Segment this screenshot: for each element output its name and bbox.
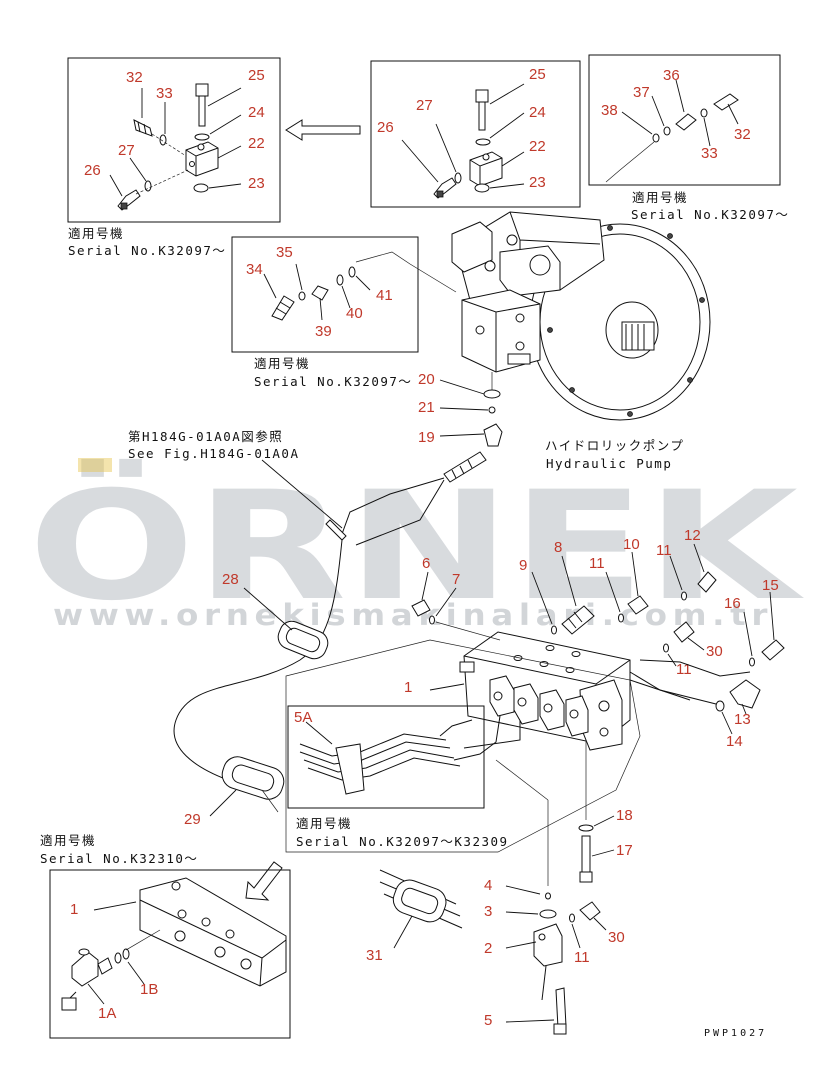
label-tl-27: 27 [118, 142, 135, 159]
label-30b: 30 [608, 929, 625, 946]
label-30a: 30 [706, 643, 723, 660]
detail-box-mid-left: 35 34 41 40 39 適用号機 Serial No.K32097～ [231, 236, 457, 389]
note-pump-jp: ハイドロリックポンプ [545, 438, 684, 453]
label-16: 16 [724, 595, 741, 612]
label-tc-23: 23 [529, 174, 546, 191]
label-bl-1: 1 [70, 901, 78, 918]
detail-box-top-left: 32 33 25 24 22 27 26 23 適用号機 Serial No.K… [67, 57, 281, 258]
label-tl-26: 26 [84, 162, 101, 179]
hydraulic-pump [451, 211, 711, 421]
grommet-28: 28 [222, 571, 329, 660]
label-5a: 5A [294, 709, 312, 726]
label-ml-40: 40 [346, 305, 363, 322]
pump-port-parts: 20 21 19 [418, 371, 503, 483]
label-3: 3 [484, 903, 492, 920]
label-18: 18 [616, 807, 633, 824]
label-5: 5 [484, 1012, 492, 1029]
valve-fittings: 6 7 8 9 11 10 11 12 15 [411, 527, 785, 750]
bolt-17-washer-18: 18 17 [578, 740, 633, 883]
label-10: 10 [623, 536, 640, 553]
label-4: 4 [484, 877, 492, 894]
label-tl-22: 22 [248, 135, 265, 152]
label-tc-25: 25 [529, 66, 546, 83]
label-tr-33: 33 [701, 145, 718, 162]
detail-box-top-center: 25 24 27 26 22 23 [370, 60, 581, 208]
label-11a: 11 [589, 555, 605, 572]
label-ml-35: 35 [276, 244, 293, 261]
label-31: 31 [366, 947, 383, 964]
label-7: 7 [452, 571, 460, 588]
note-bl-jp: 適用号機 [40, 833, 96, 848]
note-see-fig-jp: 第H184G-01A0A図参照 [128, 429, 283, 444]
note-5a-serial: Serial No.K32097～K32309 [296, 834, 509, 849]
label-tc-22: 22 [529, 138, 546, 155]
label-ml-39: 39 [315, 323, 332, 340]
drawing-code: PWP1027 [704, 1028, 767, 1039]
label-tl-25: 25 [248, 67, 265, 84]
hose-lines [173, 459, 445, 781]
label-tl-32: 32 [126, 69, 143, 86]
label-15: 15 [762, 577, 779, 594]
label-13: 13 [734, 711, 751, 728]
solenoid-group: 4 3 2 5 11 30 [484, 759, 625, 1035]
label-6: 6 [422, 555, 430, 572]
label-bl-1a: 1A [98, 1005, 116, 1022]
label-11c: 11 [676, 661, 692, 678]
label-17: 17 [616, 842, 633, 859]
label-tr-32: 32 [734, 126, 751, 143]
label-1: 1 [404, 679, 412, 696]
label-tl-23: 23 [248, 175, 265, 192]
valve-region-outline [285, 639, 641, 853]
valve-assembly: 1 5A [287, 631, 631, 809]
label-28: 28 [222, 571, 239, 588]
label-bl-1b: 1B [140, 981, 158, 998]
label-11b: 11 [656, 542, 672, 559]
direction-arrow-left [285, 119, 361, 141]
note-tr-serial: Serial No.K32097～ [631, 207, 789, 222]
label-ml-34: 34 [246, 261, 263, 278]
label-2: 2 [484, 940, 492, 957]
detail-box-bottom-left: 1 1A 1B 適用号機 Serial No.K32310～ [40, 833, 291, 1039]
note-bl-serial: Serial No.K32310～ [40, 851, 198, 866]
label-tl-24: 24 [248, 104, 265, 121]
label-29: 29 [184, 811, 201, 828]
detail-box-top-right: 36 37 38 32 33 適用号機 Serial No.K32097～ [588, 54, 789, 222]
label-tl-33: 33 [156, 85, 173, 102]
grommet-31: 31 [366, 869, 463, 964]
label-20: 20 [418, 371, 435, 388]
watermark-umlaut-left [78, 458, 112, 472]
label-tr-38: 38 [601, 102, 618, 119]
label-tc-24: 24 [529, 104, 546, 121]
label-9: 9 [519, 557, 527, 574]
label-21: 21 [418, 399, 435, 416]
down-left-arrow [245, 861, 283, 901]
label-12: 12 [684, 527, 701, 544]
label-11d: 11 [574, 949, 590, 966]
grommet-29: 29 [184, 756, 285, 828]
label-tr-37: 37 [633, 84, 650, 101]
label-tr-36: 36 [663, 67, 680, 84]
note-ml-serial: Serial No.K32097～ [254, 374, 412, 389]
note-tl-jp: 適用号機 [68, 226, 124, 241]
note-tl-serial: Serial No.K32097～ [68, 243, 226, 258]
label-tc-26: 26 [377, 119, 394, 136]
label-8: 8 [554, 539, 562, 556]
note-see-fig-en: See Fig.H184G-01A0A [128, 446, 300, 461]
note-5a-jp: 適用号機 [296, 816, 352, 831]
label-19: 19 [418, 429, 435, 446]
label-ml-41: 41 [376, 287, 393, 304]
label-14: 14 [726, 733, 743, 750]
watermark-url: www.ornekismakinalari.com.tr [53, 598, 773, 632]
note-tr-jp: 適用号機 [632, 190, 688, 205]
note-ml-jp: 適用号機 [254, 356, 310, 371]
note-pump-en: Hydraulic Pump [546, 456, 672, 471]
label-tc-27: 27 [416, 97, 433, 114]
